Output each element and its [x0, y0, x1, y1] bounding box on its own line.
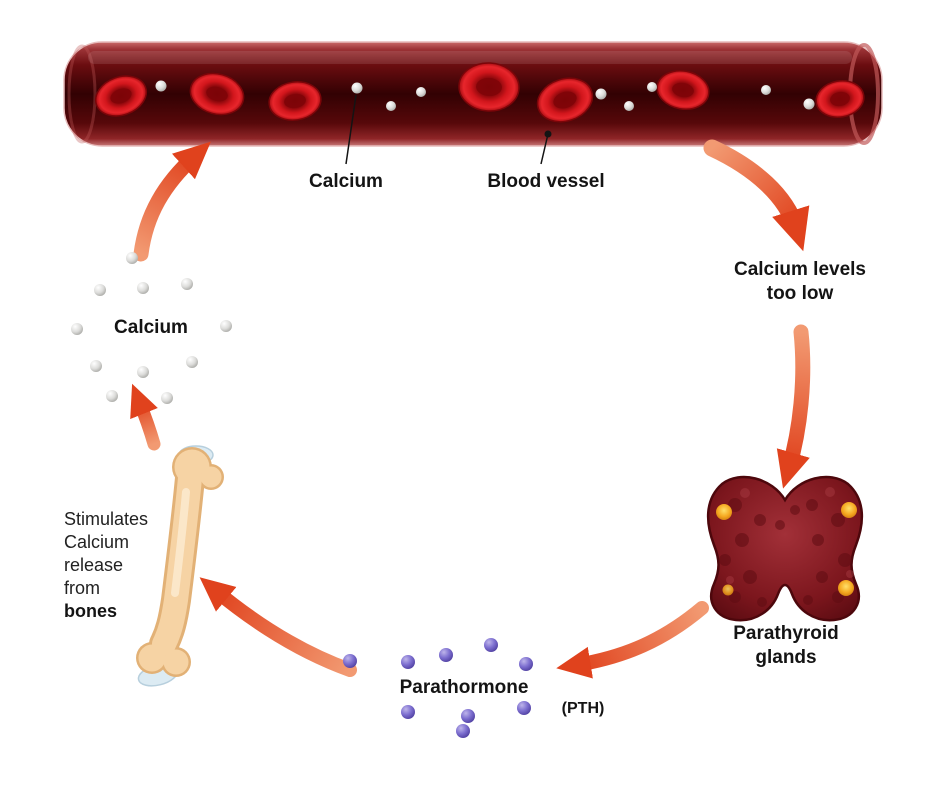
- cycle-arrows: [130, 139, 811, 679]
- parathyroid-line2: glands: [755, 647, 817, 668]
- bone-illustration: [136, 445, 224, 687]
- arrow-glands-to-hormone: [556, 601, 709, 679]
- released-calcium-dots: [71, 252, 232, 404]
- stimulates-release-note: Stimulates Calcium release from bones: [64, 508, 148, 623]
- parathyroid-gland-illustration: [706, 475, 864, 622]
- released-calcium-label: Calcium: [114, 317, 188, 338]
- note-line: Stimulates: [64, 509, 149, 529]
- red-blood-cell: [189, 72, 245, 116]
- pth-abbreviation-label: (PTH): [561, 700, 605, 717]
- red-blood-cells: [94, 62, 865, 123]
- note-line: Calcium: [64, 532, 130, 552]
- note-line: release: [64, 555, 124, 575]
- arrow-bone-to-calcium: [130, 383, 161, 451]
- pointer-lines: [345, 94, 552, 165]
- calcium-dots-in-vessel: [155, 80, 815, 111]
- parathormone-dots: [343, 638, 533, 738]
- red-blood-cell: [458, 62, 520, 112]
- calcium-low-label: Calcium levels too low: [734, 258, 866, 306]
- calcium-low-line2: too low: [766, 283, 834, 304]
- parathyroid-glands-label: Parathyroid glands: [733, 622, 839, 670]
- blood-vessel-label: Blood vessel: [487, 171, 605, 192]
- note-line: from: [64, 578, 100, 598]
- calcium-low-line1: Calcium levels: [733, 259, 867, 280]
- red-blood-cell: [268, 81, 322, 121]
- gland-texture-light: [726, 487, 854, 584]
- red-blood-cell: [656, 70, 710, 110]
- gland-texture: [719, 498, 852, 607]
- red-blood-cell: [536, 77, 594, 123]
- parathormone-label: Parathormone: [399, 677, 529, 698]
- parathyroid-spots: [716, 502, 857, 596]
- arrow-calcium-to-vessel: [133, 141, 211, 262]
- arrow-low-to-glands: [776, 324, 811, 489]
- note-line-bones: bones: [64, 601, 118, 621]
- parathyroid-line1: Parathyroid: [733, 623, 839, 644]
- arrow-vessel-to-low: [703, 139, 810, 252]
- red-blood-cell: [815, 80, 865, 118]
- arrow-hormone-to-bone: [199, 577, 357, 677]
- red-blood-cell: [94, 75, 148, 117]
- calcium-in-vessel-label: Calcium: [309, 171, 383, 192]
